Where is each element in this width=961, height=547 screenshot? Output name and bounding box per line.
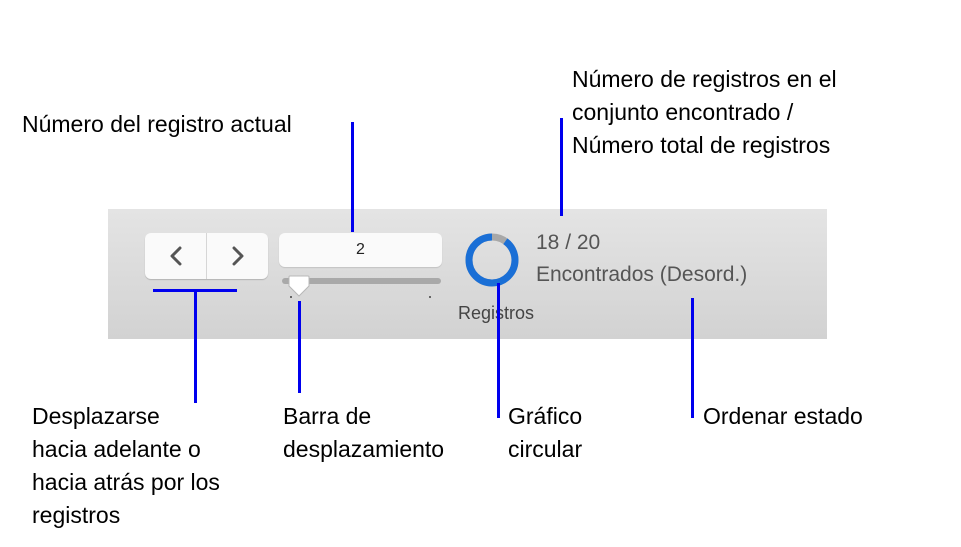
sort-status-text: Encontrados (Desord.) <box>536 263 748 286</box>
callout-found-total-line3: Número total de registros <box>572 132 831 158</box>
callout-found-total-line1: Número de registros en el <box>572 66 837 92</box>
callout-slider-line1: Barra de <box>283 403 372 429</box>
callout-pie-chart-line2: circular <box>508 436 583 462</box>
chevron-left-icon <box>170 246 181 266</box>
callout-navigate-line2: hacia adelante o <box>32 436 201 462</box>
callout-line-pie-chart <box>497 283 500 418</box>
records-section-label: Registros <box>458 301 534 325</box>
chevron-right-icon <box>232 246 243 266</box>
callout-sort-status: Ordenar estado <box>703 403 863 429</box>
callout-found-total-line2: conjunto encontrado / <box>572 99 794 125</box>
current-record-input[interactable] <box>279 233 442 267</box>
callout-current-record: Número del registro actual <box>22 111 292 137</box>
next-record-button[interactable] <box>206 233 268 279</box>
found-total-count: 18 / 20 <box>536 231 601 254</box>
previous-record-button[interactable] <box>145 233 206 279</box>
callout-slider: Barra de desplazamiento <box>283 400 444 466</box>
callout-line-found-total <box>560 118 563 216</box>
record-navigation-group <box>145 233 268 279</box>
callout-line-sort-status <box>691 298 694 418</box>
records-pie-chart-icon <box>465 233 519 287</box>
callout-line-slider <box>298 301 301 393</box>
callout-line-current-record <box>351 122 354 232</box>
callout-pie-chart-line1: Gráfico <box>508 403 583 429</box>
callout-navigate: Desplazarse hacia adelante o hacia atrás… <box>32 400 220 532</box>
callout-navigate-line4: registros <box>32 502 121 528</box>
slider-tick-end <box>429 296 431 298</box>
record-slider-thumb[interactable] <box>287 274 311 298</box>
callout-navigate-line1: Desplazarse <box>32 403 160 429</box>
callout-found-total: Número de registros en el conjunto encon… <box>572 63 837 162</box>
callout-slider-line2: desplazamiento <box>283 436 445 462</box>
record-slider-track[interactable] <box>282 278 441 284</box>
slider-tick-start <box>290 296 292 298</box>
callout-navigate-line3: hacia atrás por los <box>32 469 220 495</box>
callout-line-navigate <box>194 289 197 403</box>
callout-pie-chart: Gráfico circular <box>508 400 582 466</box>
